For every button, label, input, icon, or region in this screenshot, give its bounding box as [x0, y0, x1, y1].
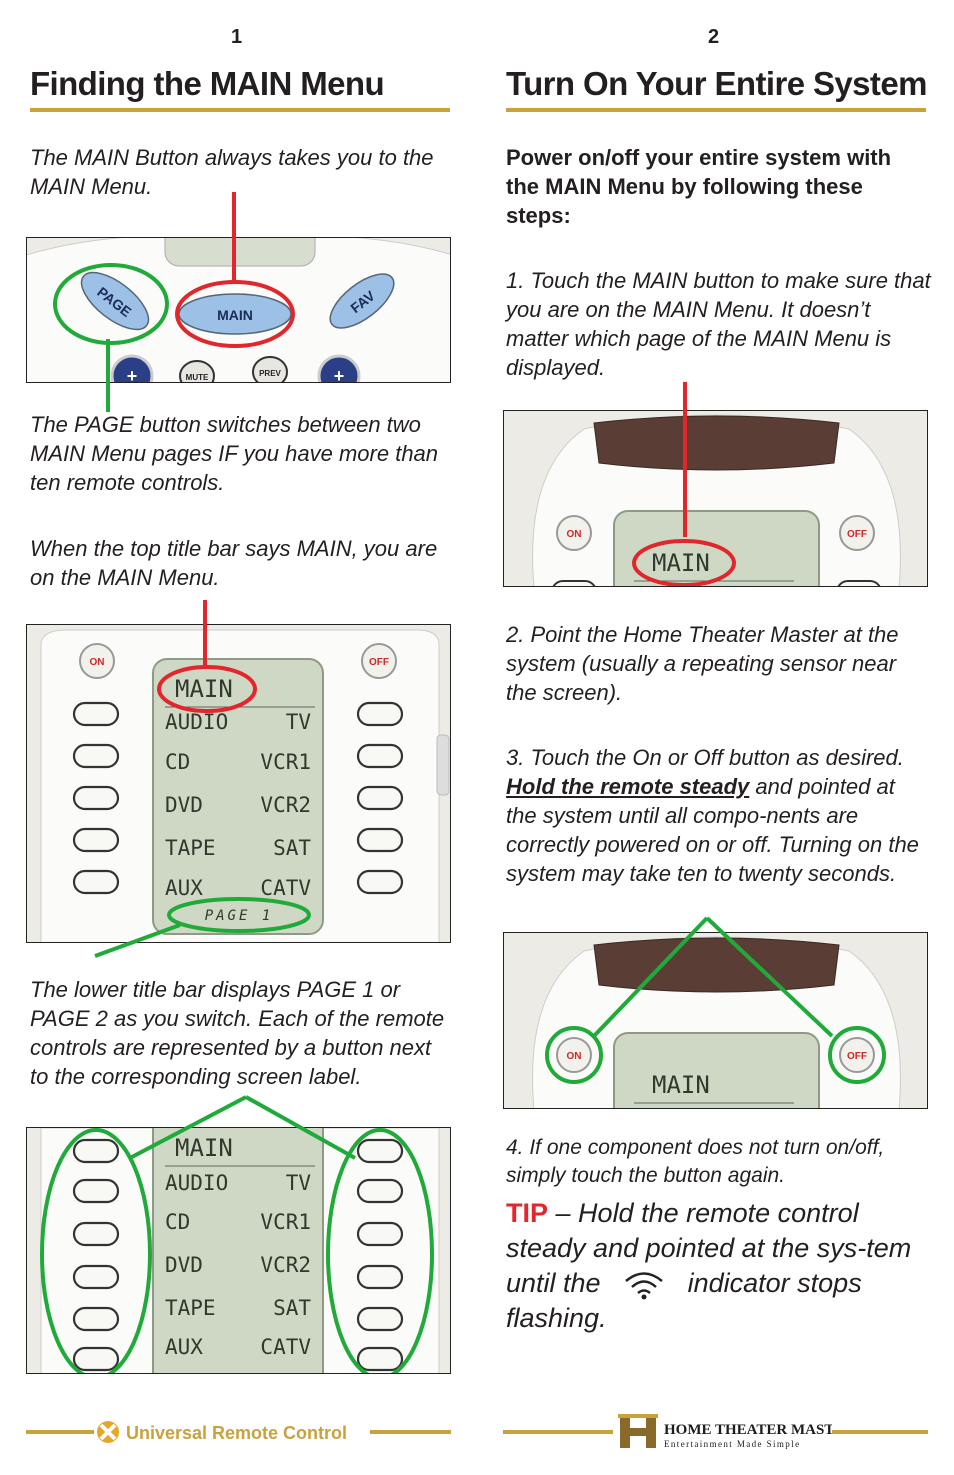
- svg-text:CD: CD: [165, 750, 190, 774]
- page-number-left: 1: [231, 26, 243, 48]
- main-title-highlight: [632, 539, 736, 586]
- page-label-highlight-circle: [167, 897, 311, 933]
- svg-text:DVD: DVD: [165, 793, 203, 817]
- tip-word: TIP: [506, 1198, 549, 1228]
- right-buttons-highlight: [326, 1128, 434, 1373]
- universal-remote-logo: Universal Remote Control: [96, 1418, 366, 1451]
- remote-screen-figure: ON OFF MAIN AUDIO TV CD VCR1 DVD VCR2 TA…: [26, 624, 451, 943]
- caption-lower-bar: The lower title bar displays PAGE 1 or P…: [30, 977, 445, 1089]
- svg-text:Entertainment Made Simple: Entertainment Made Simple: [664, 1439, 800, 1449]
- intro-text: Power on/off your entire system with the…: [506, 145, 892, 228]
- footer-rule-left-b: [370, 1430, 451, 1434]
- svg-text:ON: ON: [567, 1051, 582, 1062]
- right-title-rule: [506, 108, 926, 112]
- main-button-label: MAIN: [217, 307, 253, 323]
- svg-text:ON: ON: [90, 657, 105, 668]
- page-number-right: 2: [708, 26, 720, 48]
- svg-text:PREV: PREV: [259, 369, 281, 378]
- on-button-highlight: [545, 1026, 603, 1084]
- svg-text:AUDIO: AUDIO: [165, 710, 228, 734]
- tip-text: TIP – Hold the remote control steady and…: [506, 1198, 912, 1333]
- svg-text:VCR1: VCR1: [260, 750, 311, 774]
- svg-text:VCR2: VCR2: [260, 1253, 311, 1277]
- svg-text:TAPE: TAPE: [165, 1296, 216, 1320]
- svg-text:HOME THEATER MASTER: HOME THEATER MASTER: [664, 1422, 832, 1438]
- caption-title-bar: When the top title bar says MAIN, you ar…: [30, 536, 438, 590]
- svg-text:OFF: OFF: [847, 1051, 867, 1062]
- wireless-indicator-icon: [622, 1270, 666, 1300]
- svg-text:AUDIO: AUDIO: [165, 1171, 228, 1195]
- step-1-text: 1. Touch the MAIN button to make sure th…: [506, 268, 931, 380]
- svg-text:VCR1: VCR1: [260, 1210, 311, 1234]
- step-4-text: 4. If one component does not turn on/off…: [506, 1136, 885, 1187]
- svg-text:SAT: SAT: [273, 836, 311, 860]
- footer-rule-right-b: [832, 1430, 928, 1434]
- caption-page-button: The PAGE button switches between two MAI…: [30, 412, 439, 495]
- svg-text:CATV: CATV: [260, 1335, 311, 1359]
- svg-text:+: +: [334, 366, 345, 383]
- screen-title: MAIN: [175, 675, 233, 703]
- svg-text:TV: TV: [286, 710, 312, 734]
- svg-text:CATV: CATV: [260, 876, 311, 900]
- svg-text:AUX: AUX: [165, 876, 203, 900]
- caption-main-button: The MAIN Button always takes you to the …: [30, 145, 434, 199]
- svg-text:MAIN: MAIN: [175, 1134, 233, 1162]
- home-theater-master-logo: HOME THEATER MASTER Entertainment Made S…: [618, 1412, 855, 1457]
- svg-text:MAIN: MAIN: [652, 1071, 710, 1099]
- svg-text:Universal Remote Control: Universal Remote Control: [126, 1423, 347, 1443]
- left-title: Finding the MAIN Menu: [30, 65, 385, 102]
- svg-text:VCR2: VCR2: [260, 793, 311, 817]
- svg-text:CD: CD: [165, 1210, 190, 1234]
- svg-text:TV: TV: [286, 1171, 312, 1195]
- svg-text:MAIN: MAIN: [652, 549, 710, 577]
- step-2-text: 2. Point the Home Theater Master at the …: [506, 622, 899, 705]
- screen-page-label: PAGE 1: [205, 908, 274, 924]
- svg-text:DVD: DVD: [165, 1253, 203, 1277]
- left-title-rule: [30, 108, 450, 112]
- svg-text:SAT: SAT: [273, 1296, 311, 1320]
- step-3-emphasis: Hold the remote steady: [506, 774, 750, 799]
- off-button-highlight: [828, 1026, 886, 1084]
- svg-text:MUTE: MUTE: [186, 373, 209, 382]
- footer-rule-right-a: [503, 1430, 613, 1434]
- main-highlight-circle: [175, 280, 295, 348]
- remote-top-screen-figure: ON OFF MAIN: [503, 410, 928, 587]
- left-buttons-highlight: [40, 1128, 152, 1373]
- svg-text:OFF: OFF: [369, 657, 389, 668]
- remote-label-buttons-figure: MAIN AUDIO TV CD VCR1 DVD VCR2 TAPE SAT …: [26, 1127, 451, 1374]
- step-3-text: 3. Touch the On or Off button as desired…: [506, 745, 919, 886]
- remote-on-off-figure: ON OFF MAIN: [503, 932, 928, 1109]
- svg-text:ON: ON: [567, 529, 582, 540]
- footer-rule-left-a: [26, 1430, 94, 1434]
- svg-text:TAPE: TAPE: [165, 836, 216, 860]
- page-highlight-circle: [53, 263, 169, 345]
- svg-text:AUX: AUX: [165, 1335, 203, 1359]
- svg-text:OFF: OFF: [847, 529, 867, 540]
- right-title: Turn On Your Entire System: [506, 65, 927, 102]
- title-highlight-circle: [157, 665, 257, 713]
- svg-text:+: +: [127, 366, 138, 383]
- remote-top-buttons-figure: PAGE MAIN FAV + MUTE PREV +: [26, 237, 451, 383]
